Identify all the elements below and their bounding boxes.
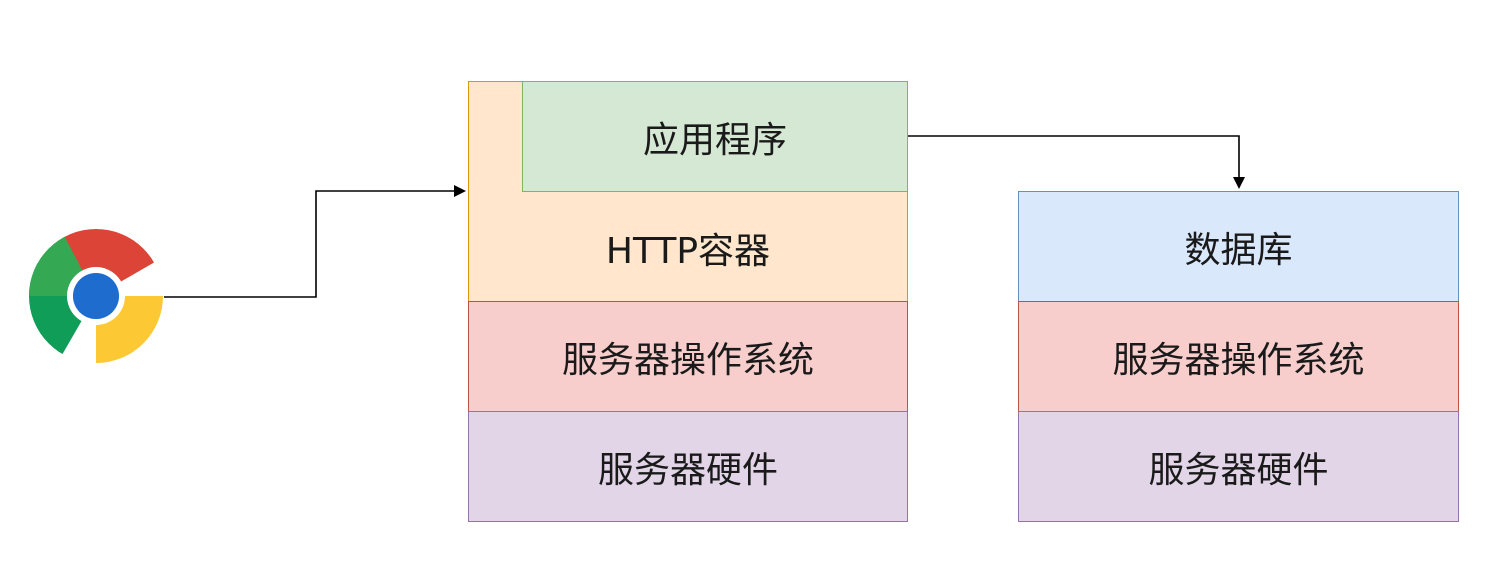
application-label: 应用程序: [642, 119, 787, 161]
server-hardware-block: 服务器硬件: [468, 411, 908, 522]
chrome-browser-icon: [29, 229, 163, 363]
server-os-label: 服务器操作系统: [561, 339, 814, 381]
http-container-label: HTTP容器: [605, 231, 771, 272]
db-server-os-block: 服务器操作系统: [1018, 301, 1459, 412]
browser-to-server-arrow: [164, 185, 466, 298]
db-server-hardware-label: 服务器硬件: [1148, 449, 1329, 491]
server-os-block: 服务器操作系统: [468, 301, 908, 412]
database-label: 数据库: [1184, 229, 1293, 271]
db-server-os-label: 服务器操作系统: [1112, 339, 1365, 381]
server-hardware-label: 服务器硬件: [597, 449, 778, 491]
db-server-hardware-block: 服务器硬件: [1018, 411, 1459, 522]
app-to-database-arrow: [908, 135, 1245, 189]
application-block: 应用程序: [522, 81, 908, 192]
database-block: 数据库: [1018, 191, 1459, 302]
